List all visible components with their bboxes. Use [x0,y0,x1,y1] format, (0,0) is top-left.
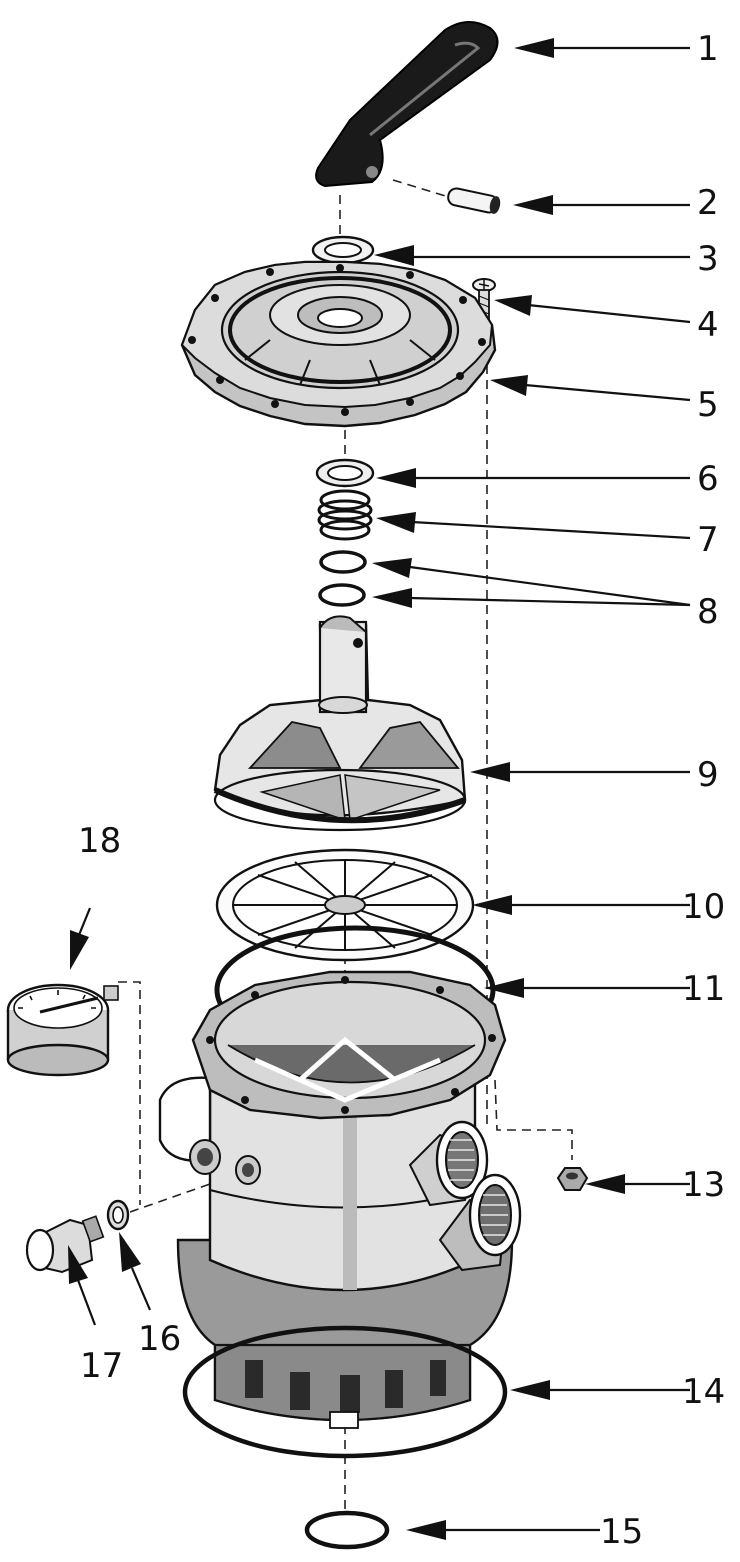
callout-15: 15 [600,1512,643,1552]
spring-part [317,489,373,541]
callout-9: 9 [697,755,719,795]
callout-2: 2 [697,183,719,223]
o-rings-part [318,550,367,607]
callout-7: 7 [697,520,719,560]
callout-8: 8 [697,592,719,632]
valve-cover-part [180,260,497,428]
callout-6: 6 [697,459,719,499]
callout-10: 10 [682,887,725,927]
valve-body [158,970,522,1429]
washer-part [311,235,375,265]
washer-2-part [315,458,375,488]
callout-17: 17 [80,1346,123,1386]
gauge-adapter-part [25,1215,105,1274]
leader-lines [68,38,691,1540]
nut-part [556,1167,589,1191]
rotor-part [213,615,467,832]
callout-14: 14 [682,1372,725,1412]
callout-13: 13 [682,1165,725,1205]
callout-4: 4 [697,305,719,345]
callout-1: 1 [697,29,719,69]
spider-gasket-part [215,848,475,962]
small-o-ring-part [304,1510,390,1550]
threaded-port-lower [438,1173,522,1272]
pin-part [447,187,501,214]
gauge-ports [189,1139,261,1185]
handle-part [315,21,499,188]
callout-5: 5 [697,385,719,425]
callout-16: 16 [138,1319,181,1359]
callout-3: 3 [697,239,719,279]
bottom-o-ring-part [182,1325,508,1459]
callout-labels: 1 2 3 4 5 6 7 8 9 10 11 13 14 15 16 17 1… [78,29,725,1552]
threaded-port-upper [408,1120,489,1207]
callout-18: 18 [78,821,121,861]
callout-11: 11 [682,969,725,1009]
pressure-gauge-part [6,983,119,1077]
gauge-washer-part [106,1199,130,1231]
